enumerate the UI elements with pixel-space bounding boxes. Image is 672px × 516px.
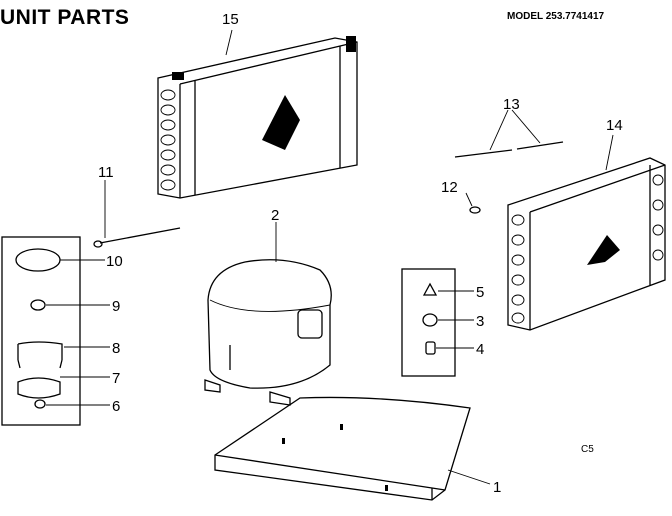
callout-12: 12 <box>441 179 458 196</box>
part-11-tube <box>93 180 181 248</box>
hardware-panel-right <box>401 268 474 377</box>
callout-4: 4 <box>476 341 484 358</box>
callout-15: 15 <box>222 11 239 28</box>
diagram-title: UNIT PARTS <box>0 6 130 29</box>
callout-14: 14 <box>606 117 623 134</box>
callout-1: 1 <box>493 479 501 496</box>
callout-9: 9 <box>112 298 120 315</box>
part-13-tubes <box>454 109 564 158</box>
part-14-condenser-coil <box>507 134 666 331</box>
callout-3: 3 <box>476 313 484 330</box>
callout-7: 7 <box>112 370 120 387</box>
callout-10: 10 <box>106 253 123 270</box>
callout-2: 2 <box>271 207 279 224</box>
model-number: MODEL 253.7741417 <box>507 11 605 22</box>
callout-8: 8 <box>112 340 120 357</box>
part-12-fitting <box>465 192 481 214</box>
part-15-evaporator-coil <box>157 36 358 199</box>
callout-5: 5 <box>476 284 484 301</box>
diagram-code: C5 <box>581 444 594 455</box>
callout-13: 13 <box>503 96 520 113</box>
part-2-compressor <box>204 222 332 406</box>
callout-6: 6 <box>112 398 120 415</box>
callout-11: 11 <box>98 164 114 181</box>
part-1-base-pan <box>214 396 491 501</box>
hardware-panel-left <box>1 236 110 426</box>
